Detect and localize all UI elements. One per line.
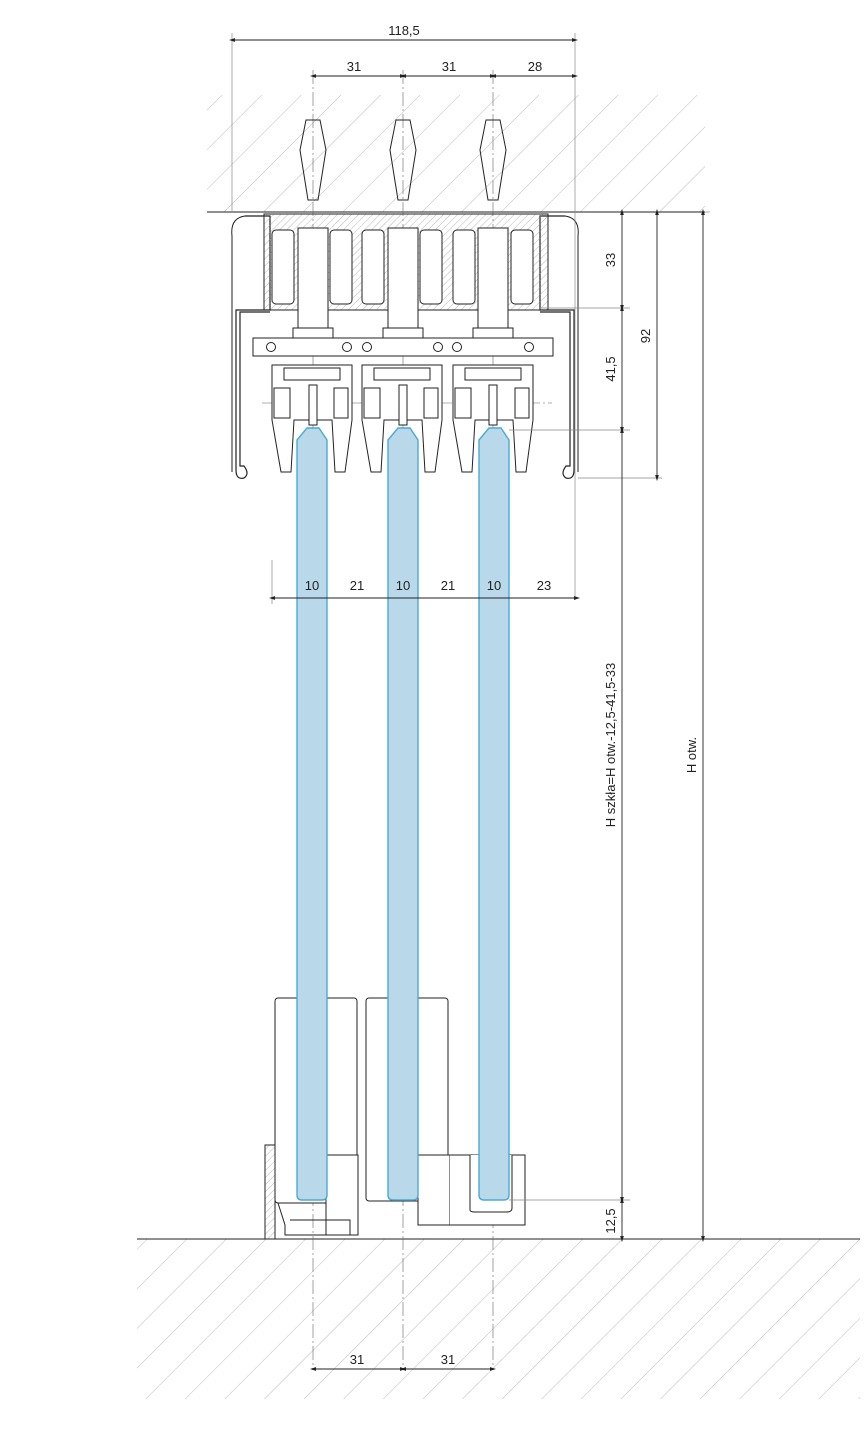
hanger-plates: [252, 337, 554, 357]
top-track-profile: [231, 213, 579, 479]
dim-glass-3: 10: [487, 578, 501, 593]
dim-edge: 23: [537, 578, 551, 593]
dim-top-2: 31: [442, 59, 456, 74]
dimensions: 118,5 31 31 28 10 21 10 21 10 23 33 41,5…: [228, 23, 705, 1371]
dim-33: 33: [603, 253, 618, 267]
glass-panel-1: [296, 427, 328, 1201]
dim-glass-height: H szkła=H otw.-12,5-41,5-33: [603, 663, 618, 827]
ceiling: [207, 95, 705, 213]
dim-top-1: 31: [347, 59, 361, 74]
dim-41-5: 41,5: [603, 356, 618, 381]
dim-gap-1: 21: [350, 578, 364, 593]
dim-12-5: 12,5: [603, 1208, 618, 1233]
dim-glass-1: 10: [305, 578, 319, 593]
glass-clamps: [271, 364, 534, 473]
floor: [137, 1238, 860, 1399]
dim-opening-height: H otw.: [684, 737, 699, 773]
dim-overall-width: 118,5: [388, 23, 420, 38]
glass-panel-3: [478, 427, 510, 1201]
dim-gap-2: 21: [441, 578, 455, 593]
dim-bottom-1: 31: [350, 1352, 364, 1367]
ceiling-anchors: [299, 119, 507, 201]
dim-top-3: 28: [528, 59, 542, 74]
dim-bottom-2: 31: [441, 1352, 455, 1367]
dim-glass-2: 10: [396, 578, 410, 593]
dim-92: 92: [638, 329, 653, 343]
glass-panel-2: [387, 427, 419, 1201]
glass-panels: [296, 427, 510, 1201]
